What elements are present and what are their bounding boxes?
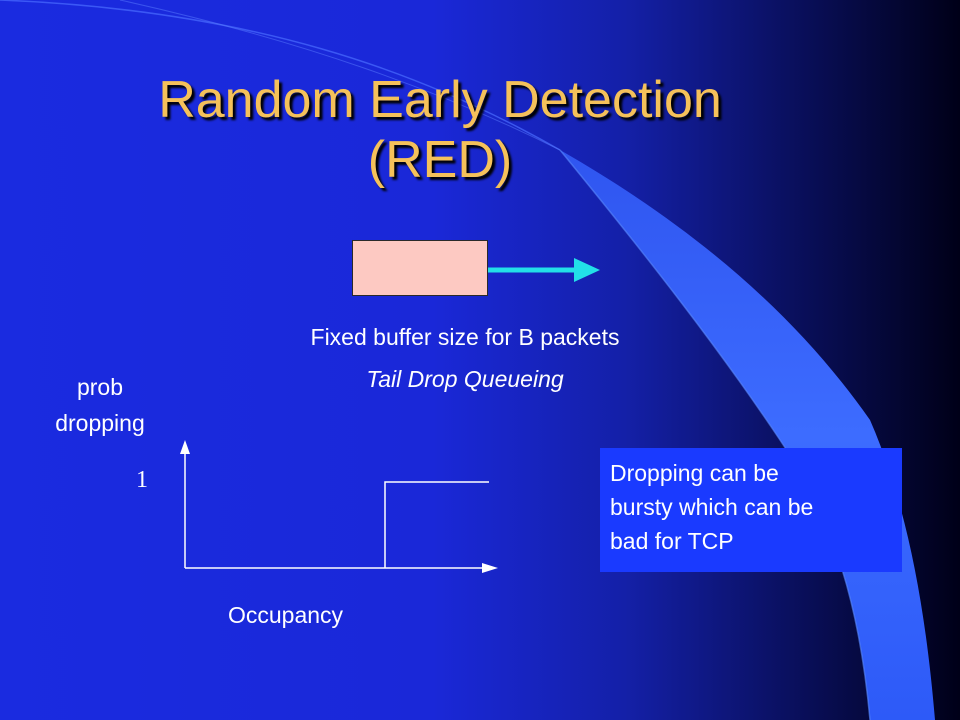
note-line-3: bad for TCP — [610, 528, 734, 554]
buffer-arrow-head — [574, 258, 600, 282]
x-axis-label: Occupancy — [228, 602, 344, 628]
y-axis-label-line-1: prob — [76, 374, 124, 400]
y-axis-tick-label: 1 — [136, 467, 148, 493]
note-line-2: bursty which can be — [610, 494, 814, 520]
queueing-caption: Tail Drop Queueing — [366, 366, 564, 392]
swoosh-arc — [0, 0, 561, 151]
buffer-queue — [352, 240, 488, 296]
y-axis-arrowhead — [180, 440, 190, 454]
right-wave-edge — [559, 149, 871, 720]
x-axis-arrowhead — [482, 563, 498, 573]
right-wave — [560, 150, 935, 720]
note-line-1: Dropping can be — [610, 460, 779, 486]
buffer-caption: Fixed buffer size for B packets — [310, 324, 620, 350]
note-box: Dropping can be bursty which can be bad … — [600, 448, 902, 572]
y-axis-label-line-2: dropping — [55, 410, 145, 436]
drop-step-function — [384, 481, 489, 568]
swoosh-arc-2 — [119, 0, 561, 151]
slide-title-line-1: Random Early Detection — [158, 71, 722, 129]
slide-title-line-2: (RED) — [367, 131, 513, 189]
